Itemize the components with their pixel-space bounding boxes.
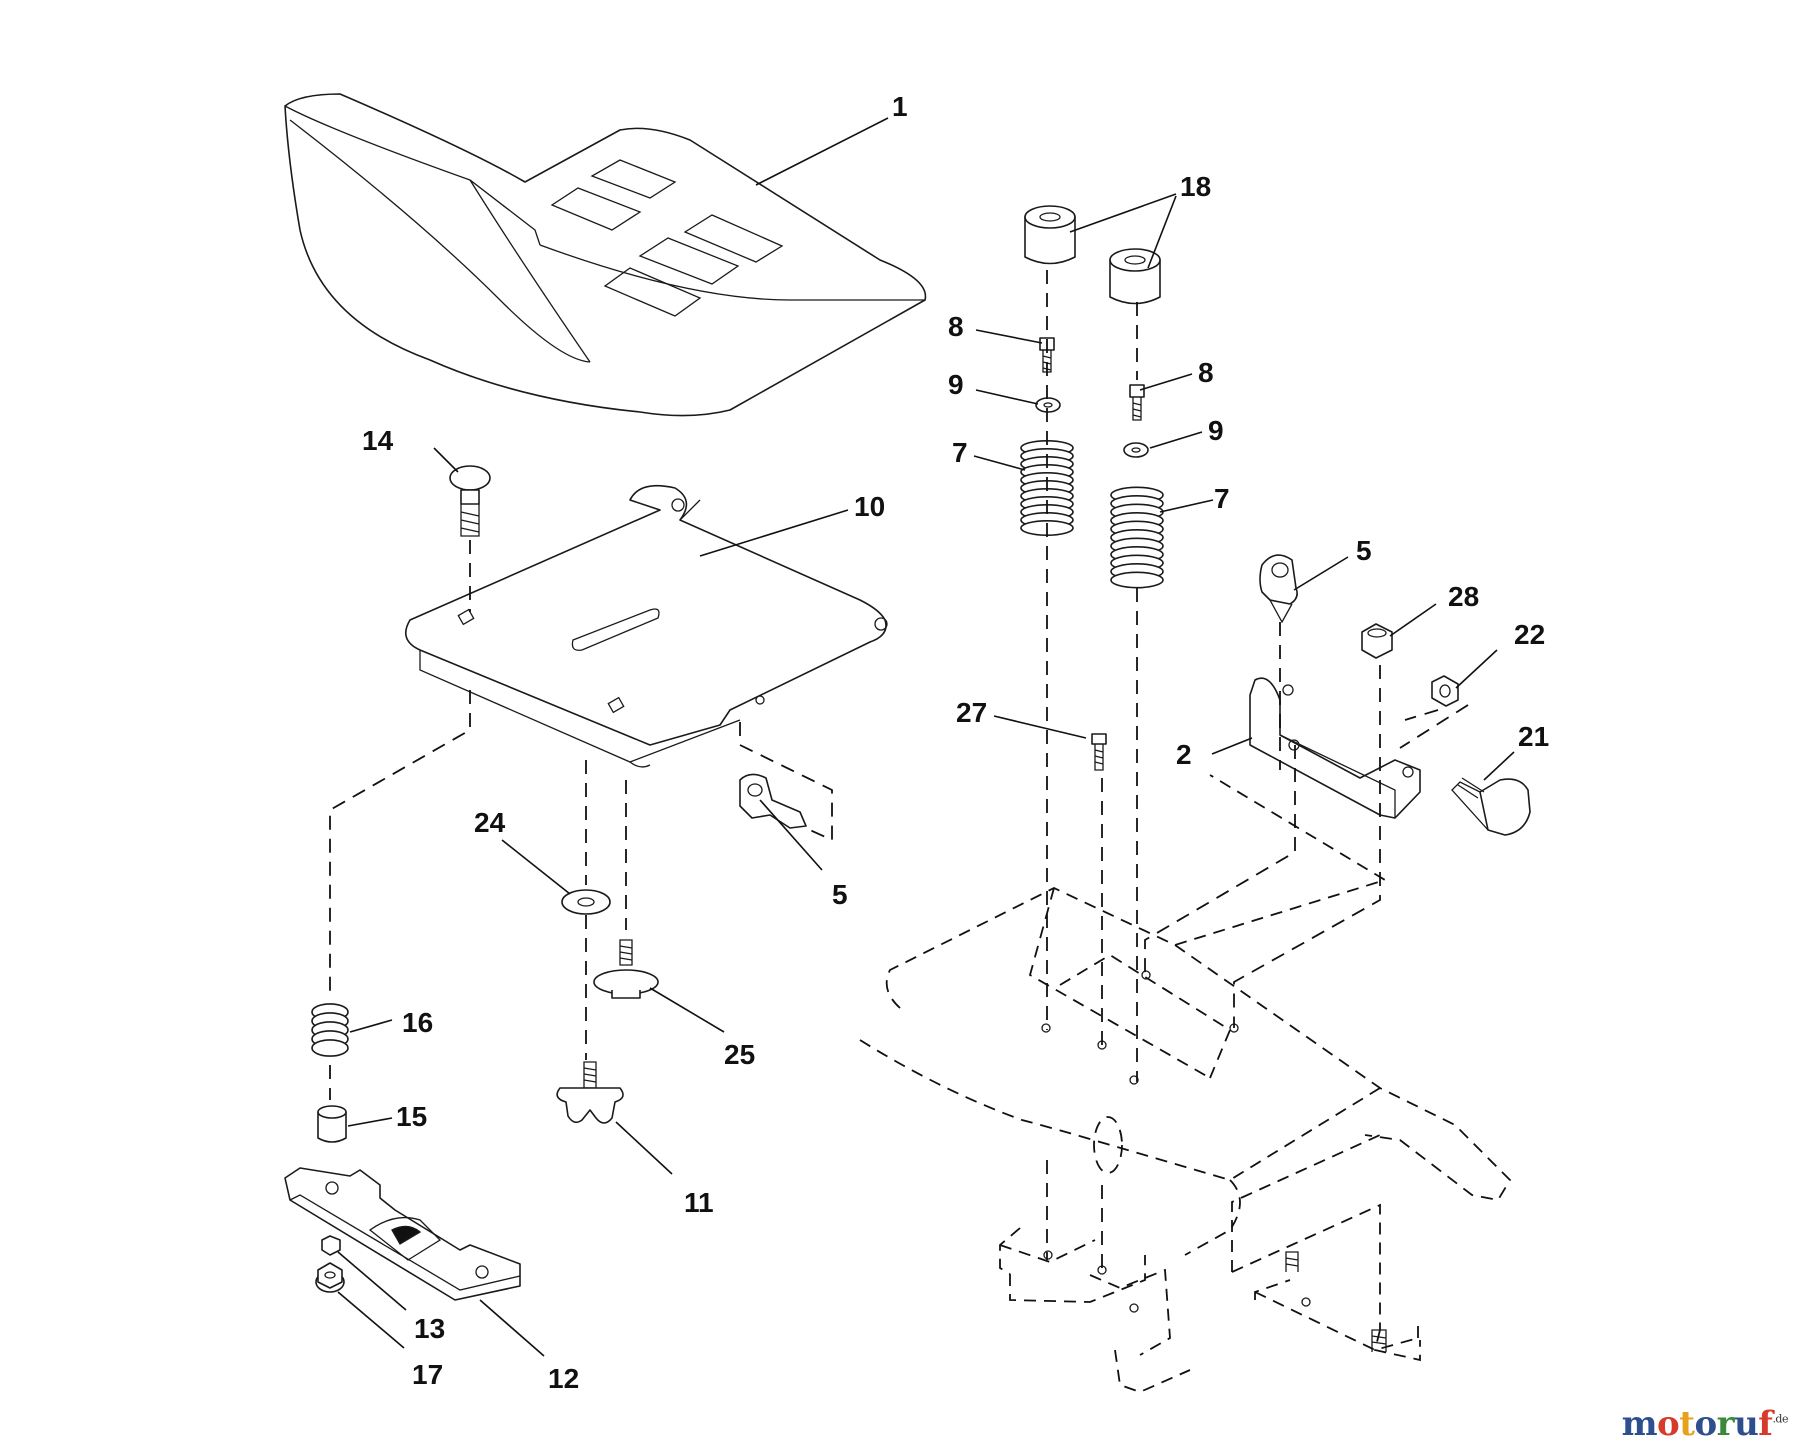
callout-21: 21	[1518, 721, 1549, 752]
callout-5-upper: 5	[1356, 535, 1372, 566]
watermark-letter: u	[1734, 1404, 1759, 1444]
callout-22: 22	[1514, 619, 1545, 650]
callout-17: 17	[412, 1359, 443, 1390]
callout-28: 28	[1448, 581, 1479, 612]
carriage-bolt	[449, 465, 491, 537]
seat-pan	[404, 484, 888, 768]
callout-18: 18	[1180, 171, 1211, 202]
callout-16: 16	[402, 1007, 433, 1038]
callout-9-left: 9	[948, 369, 964, 400]
callout-5-lower: 5	[832, 879, 848, 910]
watermark-letter: o	[1657, 1404, 1680, 1444]
springs	[1020, 439, 1164, 589]
callout-25: 25	[724, 1039, 755, 1070]
callout-10: 10	[854, 491, 885, 522]
spacers	[1024, 205, 1161, 305]
seat-ribs	[550, 159, 784, 317]
callout-13: 13	[414, 1313, 445, 1344]
callout-7-left: 7	[952, 437, 968, 468]
bolts-and-washers	[1035, 337, 1149, 458]
callout-14: 14	[362, 425, 394, 456]
seat	[284, 93, 927, 417]
callout-12: 12	[548, 1363, 579, 1394]
callout-7-right: 7	[1214, 483, 1230, 514]
tractor-frame	[859, 774, 1512, 1393]
callout-8-left: 8	[948, 311, 964, 342]
watermark-letter: t	[1679, 1404, 1695, 1444]
watermark-logo: motoruf.de	[1621, 1404, 1789, 1444]
alignment-lines	[329, 270, 1469, 1270]
callout-8-right: 8	[1198, 357, 1214, 388]
callout-9-right: 9	[1208, 415, 1224, 446]
watermark-letter: r	[1716, 1404, 1735, 1444]
watermark-letter: o	[1694, 1404, 1717, 1444]
bracket-assembly	[1249, 554, 1531, 836]
callout-27: 27	[956, 697, 987, 728]
callout-15: 15	[396, 1101, 427, 1132]
callout-24: 24	[474, 807, 506, 838]
watermark-letter: f	[1758, 1404, 1773, 1444]
callout-2: 2	[1176, 739, 1192, 770]
bolt-27	[1091, 733, 1107, 771]
leader-lines	[337, 117, 1515, 1357]
watermark-letter: m	[1621, 1404, 1658, 1444]
callout-1: 1	[892, 91, 908, 122]
callout-labels: 1 18 8 8 9 9 7 7 14 10 5 28 22 27 2 21 2…	[362, 91, 1549, 1394]
callout-11: 11	[684, 1187, 714, 1218]
lower-left-parts	[284, 773, 807, 1301]
